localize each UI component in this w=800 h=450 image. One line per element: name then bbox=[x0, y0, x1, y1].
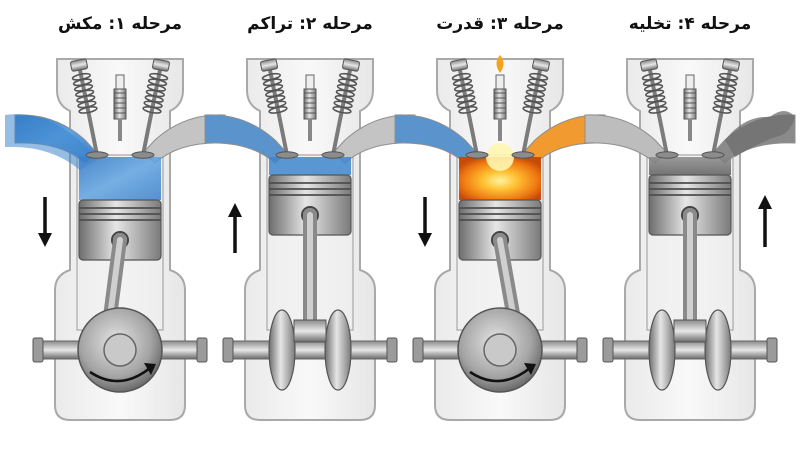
compressed-mixture bbox=[269, 157, 351, 175]
intake-valve-icon bbox=[260, 58, 299, 159]
arrow-down-icon bbox=[418, 197, 432, 247]
crankshaft-icon bbox=[602, 309, 778, 391]
stage-1-title: مرحله ۱: مکش bbox=[57, 14, 183, 34]
intake-valve-icon bbox=[450, 58, 489, 159]
intake-flow bbox=[5, 114, 97, 170]
rotation-arrow-icon bbox=[89, 363, 156, 383]
stage-4-engine-diagram bbox=[584, 58, 796, 421]
crankshaft-icon bbox=[222, 309, 398, 391]
stage-3-title: مرحله ۳: قدرت bbox=[436, 14, 564, 34]
stage-2-engine-diagram bbox=[204, 58, 416, 421]
arrow-up-icon bbox=[758, 195, 772, 247]
spark-glow-icon bbox=[496, 55, 504, 73]
intake-valve-icon bbox=[70, 58, 109, 159]
arrow-down-icon bbox=[38, 197, 52, 247]
rotation-arrow-icon bbox=[469, 363, 536, 383]
intake-valve-icon bbox=[640, 58, 679, 159]
intake-mixture bbox=[79, 157, 161, 200]
spark-plug-icon bbox=[303, 74, 317, 141]
stage-1-engine-diagram bbox=[5, 58, 226, 421]
arrow-up-icon bbox=[228, 203, 242, 253]
spark-flash bbox=[486, 143, 514, 171]
exhaust-valve-icon bbox=[131, 58, 170, 159]
crankshaft-icon bbox=[412, 307, 588, 393]
crankshaft-icon bbox=[32, 307, 208, 393]
piston-icon bbox=[648, 174, 732, 236]
stage-2-title: مرحله ۲: تراکم bbox=[247, 14, 373, 34]
exhaust-valve-icon bbox=[321, 58, 360, 159]
exhaust-smoke bbox=[725, 111, 795, 157]
exhaust-gas bbox=[649, 157, 731, 175]
spark-plug-icon bbox=[493, 74, 507, 141]
exhaust-valve-icon bbox=[511, 58, 550, 159]
spark-plug-icon bbox=[113, 74, 127, 141]
stage-4-title: مرحله ۴: تخلیه bbox=[628, 14, 752, 34]
stage-3-engine-diagram bbox=[394, 55, 606, 421]
exhaust-valve-icon bbox=[701, 58, 740, 159]
spark-plug-icon bbox=[683, 74, 697, 141]
